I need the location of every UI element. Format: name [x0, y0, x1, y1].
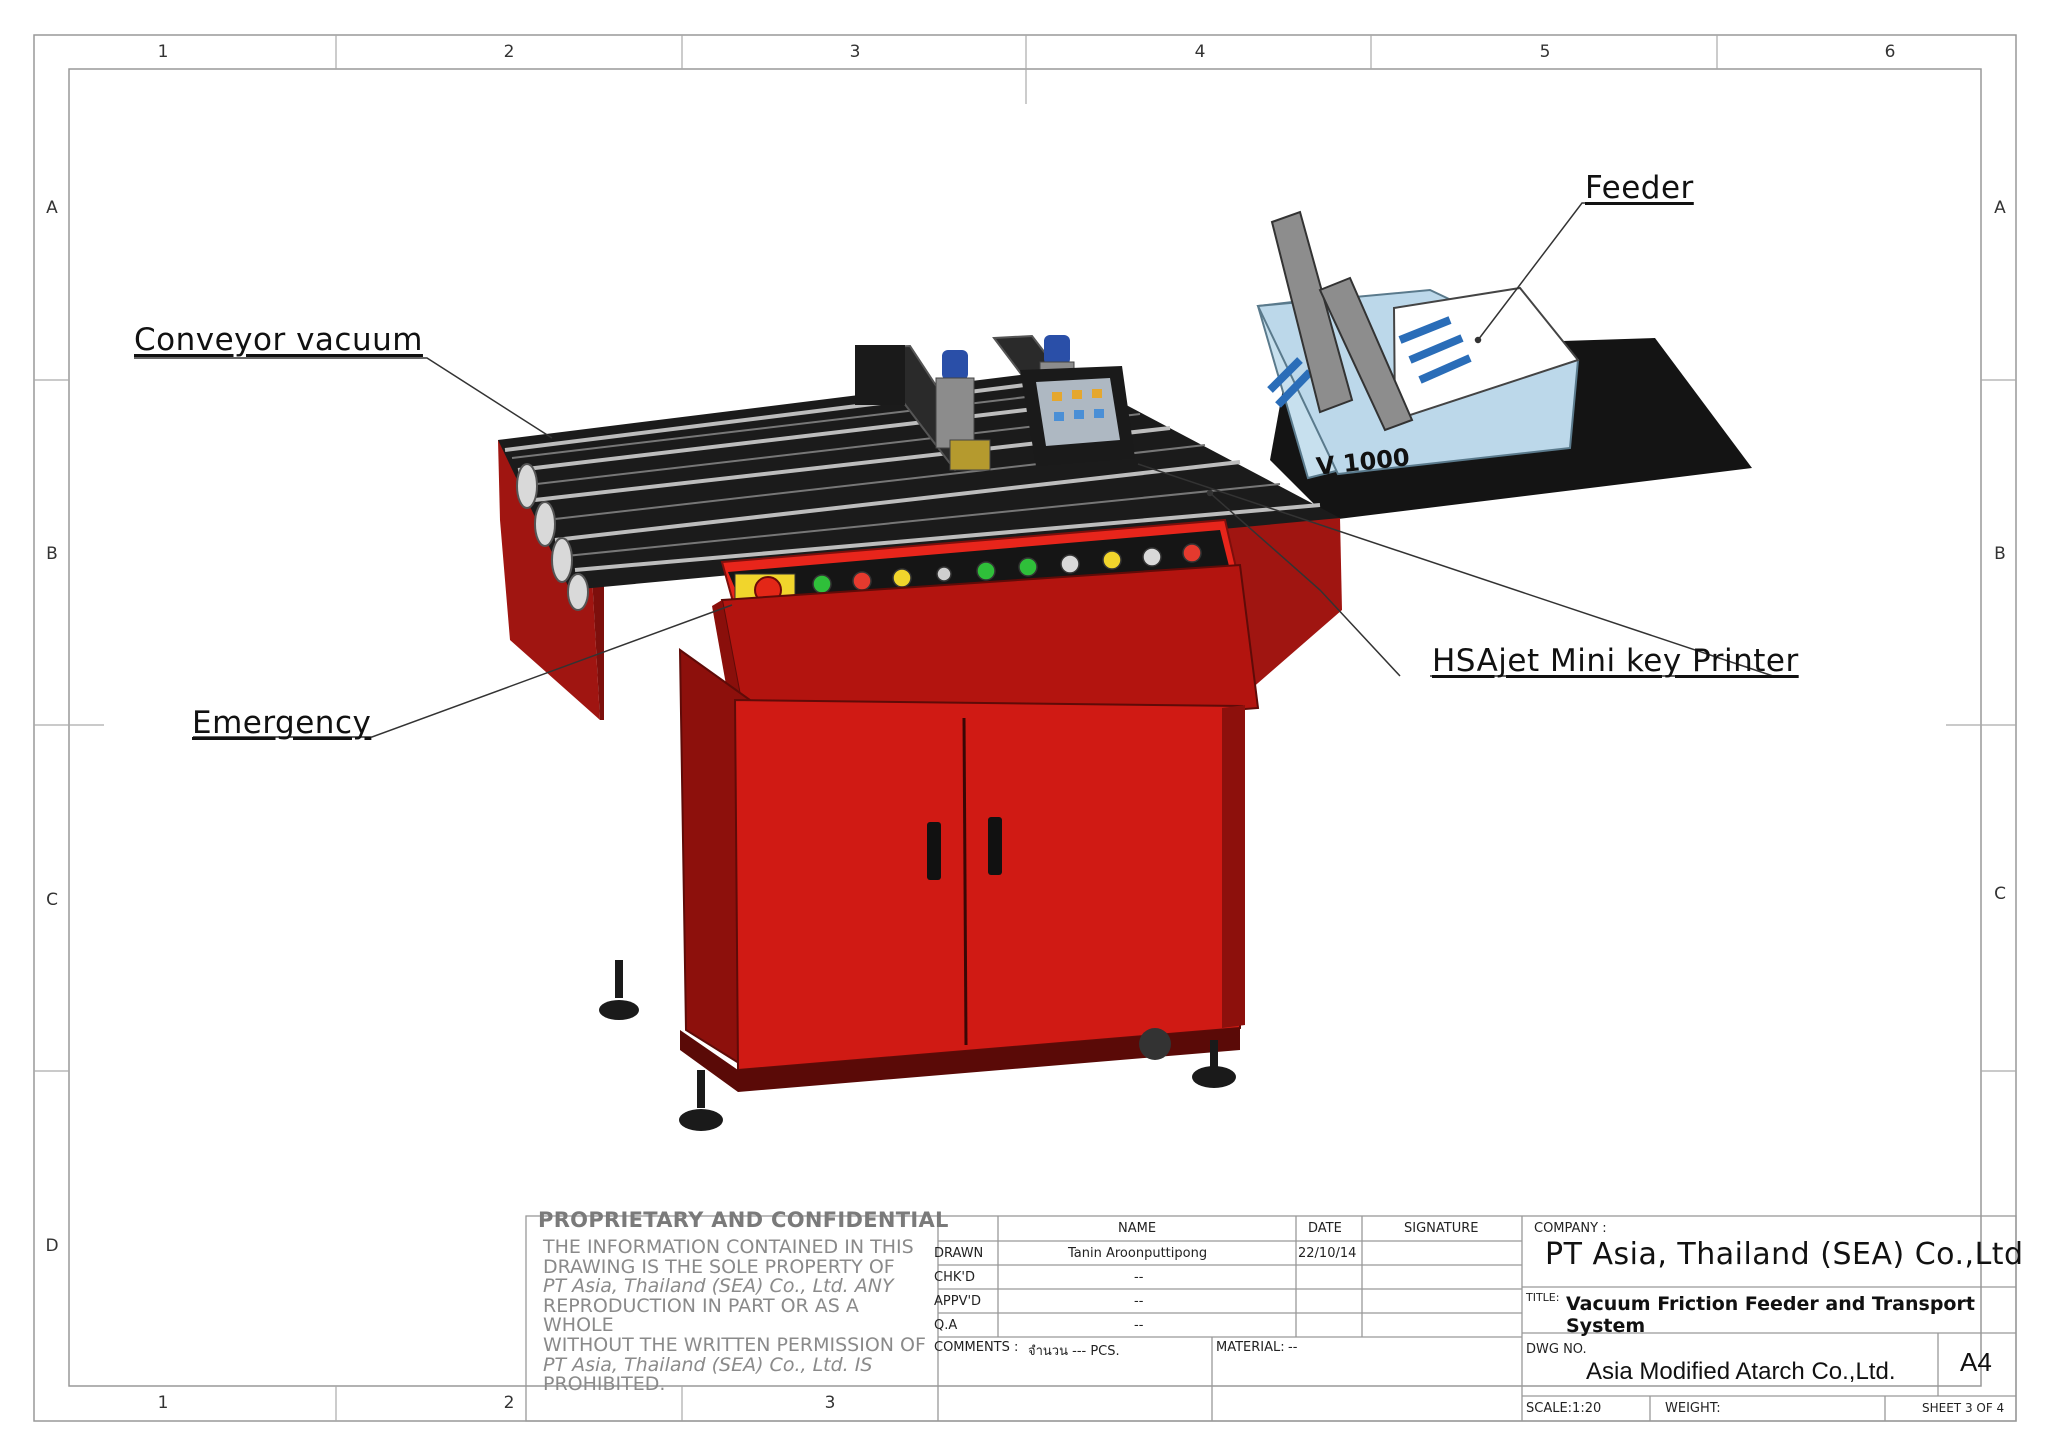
zone-top-6: 6 [1884, 42, 1896, 62]
door-handle-left [927, 822, 941, 880]
company-label: COMPANY : [1534, 1221, 1607, 1236]
material-label: MATERIAL: [1216, 1340, 1285, 1355]
proprietary-line: PROHIBITED. [543, 1373, 666, 1396]
row-name: -- [1134, 1270, 1144, 1285]
zone-left-a: A [46, 198, 58, 218]
row-role: DRAWN [934, 1246, 984, 1261]
callout-conveyor-vacuum: Conveyor vacuum [134, 322, 423, 358]
title-block-grid [525, 1215, 2017, 1422]
material-value: -- [1288, 1340, 1298, 1355]
sheet-size: A4 [1960, 1347, 1992, 1377]
callout-feeder: Feeder [1585, 170, 1694, 206]
dwg-number: Asia Modified Atarch Co.,Ltd. [1586, 1358, 1896, 1385]
zone-left-d: D [45, 1236, 59, 1256]
zone-top-1: 1 [157, 42, 169, 62]
company-name: PT Asia, Thailand (SEA) Co.,Ltd [1545, 1237, 2024, 1272]
feeder-unit [1256, 210, 1580, 480]
proprietary-line: REPRODUCTION IN PART OR AS A WHOLE [543, 1294, 859, 1337]
conveyor-rollers [516, 463, 589, 611]
header-name: NAME [1118, 1221, 1157, 1236]
row-role: CHK'D [934, 1270, 975, 1285]
panel-buttons [812, 543, 1202, 594]
row-role: Q.A [934, 1318, 958, 1333]
weight: WEIGHT: [1665, 1401, 1721, 1416]
proprietary-line: PT Asia, Thailand (SEA) Co., Ltd. ANY [543, 1275, 894, 1298]
zone-grid [34, 35, 2016, 1421]
scale: SCALE:1:20 [1526, 1401, 1602, 1416]
zone-left-b: B [46, 544, 58, 564]
comments-value: จำนวน --- PCS. [1028, 1344, 1120, 1359]
zone-right-a: A [1994, 198, 2006, 218]
header-signature: SIGNATURE [1404, 1221, 1479, 1236]
zone-top-5: 5 [1539, 42, 1551, 62]
row-name: -- [1134, 1318, 1144, 1333]
proprietary-line: PT Asia, Thailand (SEA) Co., Ltd. IS [543, 1353, 873, 1376]
zone-right-b: B [1994, 544, 2006, 564]
controller-screen [1020, 366, 1135, 466]
comments-label: COMMENTS : [934, 1340, 1019, 1355]
row-name: Tanin Aroonputtipong [1068, 1246, 1208, 1261]
drawing-title: Vacuum Friction Feeder and Transport Sys… [1566, 1293, 1975, 1337]
zone-top-2: 2 [503, 42, 515, 62]
proprietary-title: PROPRIETARY AND CONFIDENTIAL [538, 1208, 949, 1232]
zone-bottom-1: 1 [157, 1393, 169, 1413]
machine-illustration [498, 210, 1752, 1131]
callout-emergency: Emergency [192, 705, 372, 741]
zone-top-3: 3 [849, 42, 861, 62]
dwg-label: DWG NO. [1526, 1342, 1587, 1357]
proprietary-line: THE INFORMATION CONTAINED IN THIS [543, 1236, 914, 1258]
leader-lines [134, 202, 1774, 738]
zone-bottom-2: 2 [503, 1393, 515, 1413]
machine-feet [599, 960, 1236, 1131]
door-handle-right [988, 817, 1002, 875]
row-date: 22/10/14 [1298, 1246, 1357, 1261]
inner-border [68, 68, 1982, 1387]
proprietary-line: WITHOUT THE WRITTEN PERMISSION OF [543, 1333, 926, 1356]
zone-right-c: C [1994, 884, 2006, 904]
row-role: APPV'D [934, 1294, 982, 1309]
proprietary-line: DRAWING IS THE SOLE PROPERTY OF [543, 1255, 895, 1278]
zone-left-c: C [46, 890, 58, 910]
zone-top-4: 4 [1194, 42, 1206, 62]
callout-printer: HSAjet Mini key Printer [1432, 643, 1799, 679]
conveyor-base-left [498, 440, 600, 720]
title-label: TITLE: [1526, 1291, 1560, 1304]
zone-bottom-3: 3 [824, 1393, 836, 1413]
sheet-number: SHEET 3 OF 4 [1922, 1401, 2005, 1415]
proprietary-text: THE INFORMATION CONTAINED IN THIS DRAWIN… [543, 1236, 933, 1396]
row-name: -- [1134, 1294, 1144, 1309]
header-date: DATE [1308, 1221, 1342, 1236]
